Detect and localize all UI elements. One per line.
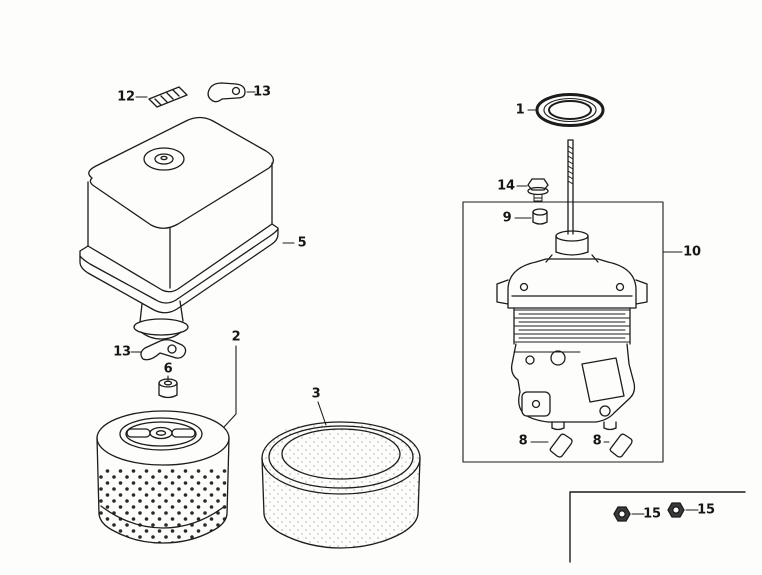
- nut-9: [532, 208, 548, 225]
- gasket-1: [535, 93, 605, 127]
- nut-15-left: [613, 506, 631, 522]
- callout-8-right: 8: [592, 433, 602, 449]
- detail-section-border: [569, 491, 746, 563]
- callout-13-bottom: 13: [113, 344, 131, 360]
- clip-13-bottom: [140, 339, 187, 361]
- clip-13-top: [207, 82, 246, 103]
- callout-5: 5: [297, 235, 307, 251]
- foam-element: [261, 421, 421, 549]
- tube-8-left: [549, 433, 573, 458]
- callout-3: 3: [311, 386, 321, 402]
- tube-8-right: [609, 433, 633, 458]
- bolt-14: [527, 178, 549, 202]
- assembly-box-10: [462, 201, 664, 463]
- callout-15-right: 15: [697, 502, 715, 518]
- callout-1: 1: [515, 102, 525, 118]
- callout-8-left: 8: [518, 433, 528, 449]
- callout-15-left: 15: [643, 506, 661, 522]
- callout-2: 2: [231, 329, 241, 345]
- callout-12: 12: [117, 89, 135, 105]
- callout-9: 9: [502, 210, 512, 226]
- carburetor-assembly: [496, 230, 648, 431]
- grommet-6: [158, 378, 178, 399]
- nut-15-right: [667, 502, 685, 518]
- stud-bolt: [567, 139, 574, 235]
- clip-12: [148, 86, 188, 108]
- callout-13-top: 13: [253, 84, 271, 100]
- callout-10: 10: [683, 244, 701, 260]
- callout-14: 14: [497, 178, 515, 194]
- leader-lines: [130, 91, 699, 515]
- callout-6: 6: [163, 361, 173, 377]
- air-cleaner-cover: [79, 116, 279, 340]
- filter-element: [96, 410, 230, 544]
